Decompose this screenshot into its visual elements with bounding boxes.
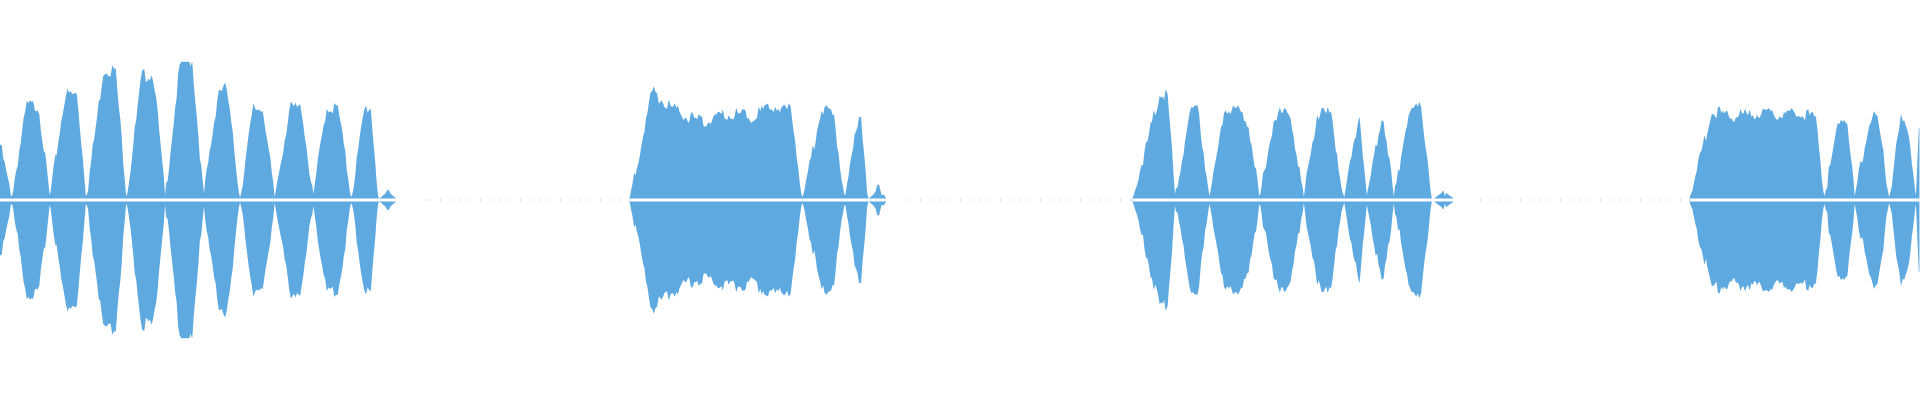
waveform-signal	[0, 61, 1920, 339]
